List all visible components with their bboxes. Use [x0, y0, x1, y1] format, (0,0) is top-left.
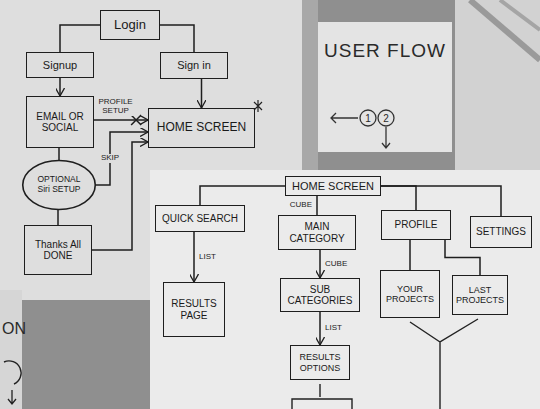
node-text: RESULTS OPTIONS	[294, 352, 346, 373]
connector	[59, 78, 61, 96]
screen-box: HOME SCREEN	[285, 176, 381, 196]
connector	[60, 25, 100, 52]
node-text: LAST PROJECTS	[456, 285, 504, 306]
node-text: QUICK SEARCH	[162, 213, 238, 225]
node-text: YOUR PROJECTS	[384, 284, 436, 305]
process-box: SUB CATEGORIES	[280, 278, 360, 312]
circle-outline	[23, 161, 96, 210]
window	[455, 0, 540, 175]
text-block: OPTIONAL Siri SETUP	[31, 175, 87, 195]
node-text: PROFILE	[395, 219, 438, 231]
window-pipe	[470, 0, 540, 60]
blocked-mark	[131, 115, 141, 125]
text-block: EMAIL OR SOCIAL	[30, 111, 90, 134]
edge-label: CUBE	[324, 260, 348, 269]
text-block: MAIN CATEGORY	[282, 221, 352, 244]
text-block: HOME SCREEN	[152, 121, 251, 135]
connector	[319, 312, 321, 345]
text-block: SUB CATEGORIES	[284, 284, 356, 307]
note-title: USER FLOW	[322, 36, 448, 66]
connector	[92, 142, 148, 250]
text-block: SETTINGS	[474, 226, 528, 238]
connector	[160, 25, 194, 52]
node-text: Signup	[43, 59, 77, 72]
step-circle	[360, 110, 376, 126]
optional-step-circle: OPTIONAL Siri SETUP	[22, 160, 96, 210]
edge-label: LIST	[198, 253, 217, 262]
node-text: Sign in	[177, 59, 211, 72]
text-block: RESULTS PAGE	[167, 298, 221, 321]
edge-label: LIST	[324, 324, 343, 333]
node-text: HOME SCREEN	[157, 121, 246, 135]
process-box: SETTINGS	[470, 216, 532, 248]
connector	[200, 186, 285, 205]
edge-label: SKIP	[100, 154, 120, 163]
connector	[316, 196, 318, 215]
step-circle	[378, 110, 394, 126]
window-pipe	[500, 0, 540, 30]
text-block: QUICK SEARCH	[159, 213, 241, 225]
node-text: SETTINGS	[476, 226, 526, 238]
node-text: Thanks All DONE	[28, 239, 88, 262]
text-block: RESULTS OPTIONS	[294, 352, 346, 373]
text-block: Sign in	[164, 59, 224, 72]
step-number: 1	[365, 113, 371, 124]
text-block: HOME SCREEN	[289, 180, 377, 193]
text-block: Login	[104, 18, 156, 33]
node-text: SUB CATEGORIES	[284, 284, 356, 307]
connector	[57, 210, 59, 225]
sketch-line	[410, 319, 478, 409]
connector	[381, 186, 416, 210]
process-box: Sign in	[160, 52, 228, 79]
connector	[381, 186, 501, 216]
process-box: PROFILE	[381, 210, 451, 240]
process-box: MAIN CATEGORY	[278, 215, 356, 250]
node-text: MAIN CATEGORY	[282, 221, 352, 244]
screen-box: HOME SCREEN	[148, 108, 255, 148]
node-text: HOME SCREEN	[292, 180, 374, 193]
process-box: Thanks All DONE	[24, 225, 92, 275]
connector	[96, 132, 148, 185]
connector	[94, 119, 148, 121]
node-text: Login	[114, 18, 146, 33]
node-text: EMAIL OR SOCIAL	[30, 111, 90, 134]
text-block: Thanks All DONE	[28, 239, 88, 262]
text-block: LAST PROJECTS	[456, 285, 504, 306]
sketch-arrow	[331, 113, 358, 123]
step-number: 2	[383, 113, 389, 124]
connector	[319, 250, 321, 278]
wall-strip	[302, 0, 318, 175]
edge-label: CUBE	[289, 201, 313, 210]
node-text: RESULTS PAGE	[167, 298, 221, 321]
text-block: PROFILE	[385, 219, 447, 231]
connector	[58, 148, 60, 160]
process-box: EMAIL OR SOCIAL	[26, 96, 94, 148]
connector	[409, 240, 411, 270]
process-box: YOUR PROJECTS	[380, 270, 440, 318]
text-block: Signup	[30, 59, 90, 72]
process-box: Signup	[26, 52, 94, 78]
process-box: RESULTS PAGE	[163, 282, 225, 337]
node-text: OPTIONAL Siri SETUP	[31, 175, 87, 195]
process-box: RESULTS OPTIONS	[290, 345, 350, 380]
connector	[445, 240, 480, 275]
sketch-arrow	[382, 127, 390, 148]
partial-circle	[4, 361, 21, 384]
process-box: Login	[100, 10, 160, 40]
sheet-fragment-text: ON	[2, 320, 26, 338]
process-box: LAST PROJECTS	[452, 275, 508, 315]
asterisk-mark	[254, 100, 262, 112]
sketch-line	[292, 384, 352, 409]
connector	[201, 79, 203, 108]
process-box: QUICK SEARCH	[155, 205, 245, 232]
text-block: YOUR PROJECTS	[384, 284, 436, 305]
edge-label: PROFILE SETUP	[94, 98, 138, 116]
sticky-note	[318, 22, 452, 152]
side-sheet	[0, 290, 22, 409]
sketch-arrow	[8, 390, 16, 404]
bottom-sheet	[150, 170, 540, 409]
connector	[193, 232, 195, 282]
